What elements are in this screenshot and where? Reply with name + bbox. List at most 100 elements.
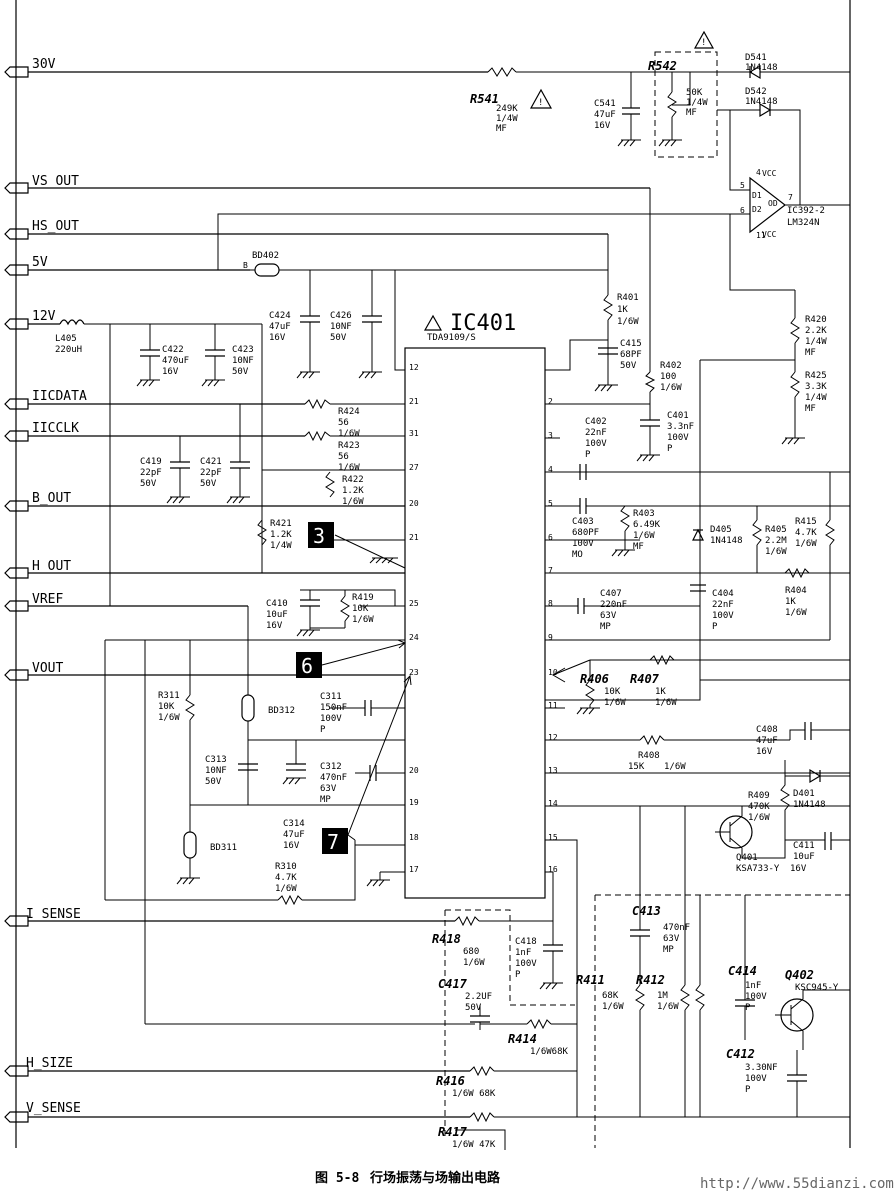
svg-text:P: P: [320, 725, 326, 735]
r415: R415 4.7K 1/6W: [795, 472, 835, 640]
svg-text:MF: MF: [496, 124, 507, 134]
svg-text:1/6W: 1/6W: [602, 1002, 624, 1012]
svg-text:24: 24: [409, 633, 419, 642]
svg-text:16V: 16V: [162, 367, 179, 377]
svg-text:BD312: BD312: [268, 706, 295, 716]
ic401-pins-right: 2 3 4 5 6 7 8 9 10 11 12 13 14 15 16: [548, 397, 558, 874]
svg-text:1/6W: 1/6W: [352, 615, 374, 625]
svg-text:22nF: 22nF: [585, 428, 607, 438]
svg-text:R403: R403: [633, 509, 655, 519]
svg-text:R407: R407: [630, 672, 660, 686]
r419: R419 10K 1/6W: [310, 590, 374, 629]
svg-text:R412: R412: [636, 973, 665, 987]
svg-text:IC401: IC401: [450, 311, 516, 336]
svg-text:B: B: [243, 261, 248, 270]
svg-text:C407: C407: [600, 589, 622, 599]
c313: C313 10NF 50V: [205, 740, 258, 787]
svg-text:L405: L405: [55, 334, 77, 344]
c403: C403 680PF 100V MO: [572, 498, 850, 560]
r414: R414 1/6W68K: [480, 1018, 577, 1057]
svg-text:1K: 1K: [785, 597, 796, 607]
svg-text:IC392-2: IC392-2: [787, 206, 825, 216]
svg-text:I_SENSE: I_SENSE: [26, 907, 81, 922]
ic401-wires-right: [545, 339, 850, 1117]
svg-text:2.2M: 2.2M: [765, 536, 787, 546]
svg-text:C422: C422: [162, 345, 184, 355]
svg-text:50V: 50V: [465, 1003, 482, 1013]
svg-text:10NF: 10NF: [330, 322, 352, 332]
svg-text:2.2UF: 2.2UF: [465, 992, 492, 1002]
svg-text:R405: R405: [765, 525, 787, 535]
svg-text:63V: 63V: [663, 934, 680, 944]
svg-text:56: 56: [338, 452, 349, 462]
svg-text:V_SENSE: V_SENSE: [26, 1101, 81, 1116]
svg-text:470nF: 470nF: [320, 773, 347, 783]
svg-text:56: 56: [338, 418, 349, 428]
svg-text:R541: R541: [470, 92, 499, 106]
svg-text:50V: 50V: [330, 333, 347, 343]
r412: R412 1M 1/6W: [636, 806, 690, 1117]
svg-text:D542: D542: [745, 87, 767, 97]
svg-text:1N4148: 1N4148: [745, 63, 778, 73]
svg-text:C404: C404: [712, 589, 734, 599]
svg-text:22pF: 22pF: [200, 468, 222, 478]
svg-text:5: 5: [740, 181, 745, 190]
port-i-sense: I_SENSE: [4, 907, 455, 927]
svg-text:MF: MF: [805, 348, 816, 358]
r417: R417 1/6W 47K: [438, 1111, 850, 1150]
svg-text:D401: D401: [793, 789, 815, 799]
svg-text:R409: R409: [748, 791, 770, 801]
svg-text:R419: R419: [352, 593, 374, 603]
svg-text:19: 19: [409, 798, 419, 807]
r310: R310 4.7K 1/6W: [104, 639, 475, 1025]
svg-text:C408: C408: [756, 725, 778, 735]
pin17-ground: [366, 872, 390, 887]
svg-text:13: 13: [548, 766, 558, 775]
svg-text:R417: R417: [438, 1125, 468, 1139]
svg-text:11: 11: [756, 231, 766, 240]
svg-text:16V: 16V: [790, 864, 807, 874]
svg-text:8: 8: [548, 599, 553, 608]
r401: R401 1K 1/6W: [603, 234, 639, 385]
d401: D401 1N4148: [785, 768, 850, 810]
svg-text:50V: 50V: [232, 367, 249, 377]
svg-text:220nF: 220nF: [600, 600, 627, 610]
c413: C413 470nF 63V MP: [630, 806, 690, 975]
svg-text:1/4W: 1/4W: [496, 114, 518, 124]
svg-text:10uF: 10uF: [793, 852, 815, 862]
svg-text:1/6W: 1/6W: [664, 762, 686, 772]
svg-text:C314: C314: [283, 819, 305, 829]
c402: C402 22nF 100V P: [579, 417, 607, 480]
r406: R406 10K 1/6W: [552, 659, 850, 715]
svg-text:IICCLK: IICCLK: [32, 421, 79, 436]
c311: C311 150nF 100V P: [320, 692, 405, 735]
svg-text:2: 2: [548, 397, 553, 406]
svg-text:!: !: [701, 38, 706, 48]
svg-text:C410: C410: [266, 599, 288, 609]
svg-text:C411: C411: [793, 841, 815, 851]
svg-text:!: !: [538, 98, 543, 108]
svg-text:1/4W: 1/4W: [270, 541, 292, 551]
svg-text:1M: 1M: [657, 991, 668, 1001]
svg-text:VS_OUT: VS_OUT: [32, 174, 79, 189]
c314: C314 47uF 16V: [283, 819, 305, 851]
port-v-sense: V_SENSE: [4, 1101, 470, 1123]
svg-text:1/6W: 1/6W: [657, 1002, 679, 1012]
svg-text:P: P: [585, 450, 591, 460]
port-hs-out: HS_OUT: [4, 219, 608, 240]
svg-text:10: 10: [548, 668, 558, 677]
svg-text:H_OUT: H_OUT: [32, 559, 71, 574]
svg-text:1/6W: 1/6W: [660, 383, 682, 393]
svg-text:KSC945-Y: KSC945-Y: [795, 983, 839, 993]
svg-text:C415: C415: [620, 339, 642, 349]
svg-text:4.7K: 4.7K: [795, 528, 817, 538]
svg-text:1.2K: 1.2K: [342, 486, 364, 496]
svg-text:1/6W68K: 1/6W68K: [530, 1047, 569, 1057]
r424: R424 56 1/6W: [304, 398, 360, 439]
svg-text:P: P: [667, 444, 673, 454]
ic392-2: 5 6 7 4 11 VCC VCC D1 D2 OD IC392-2 LM32…: [217, 168, 850, 372]
svg-text:16V: 16V: [266, 621, 283, 631]
port-b-out: B_OUT: [4, 491, 405, 512]
svg-text:7: 7: [548, 566, 553, 575]
